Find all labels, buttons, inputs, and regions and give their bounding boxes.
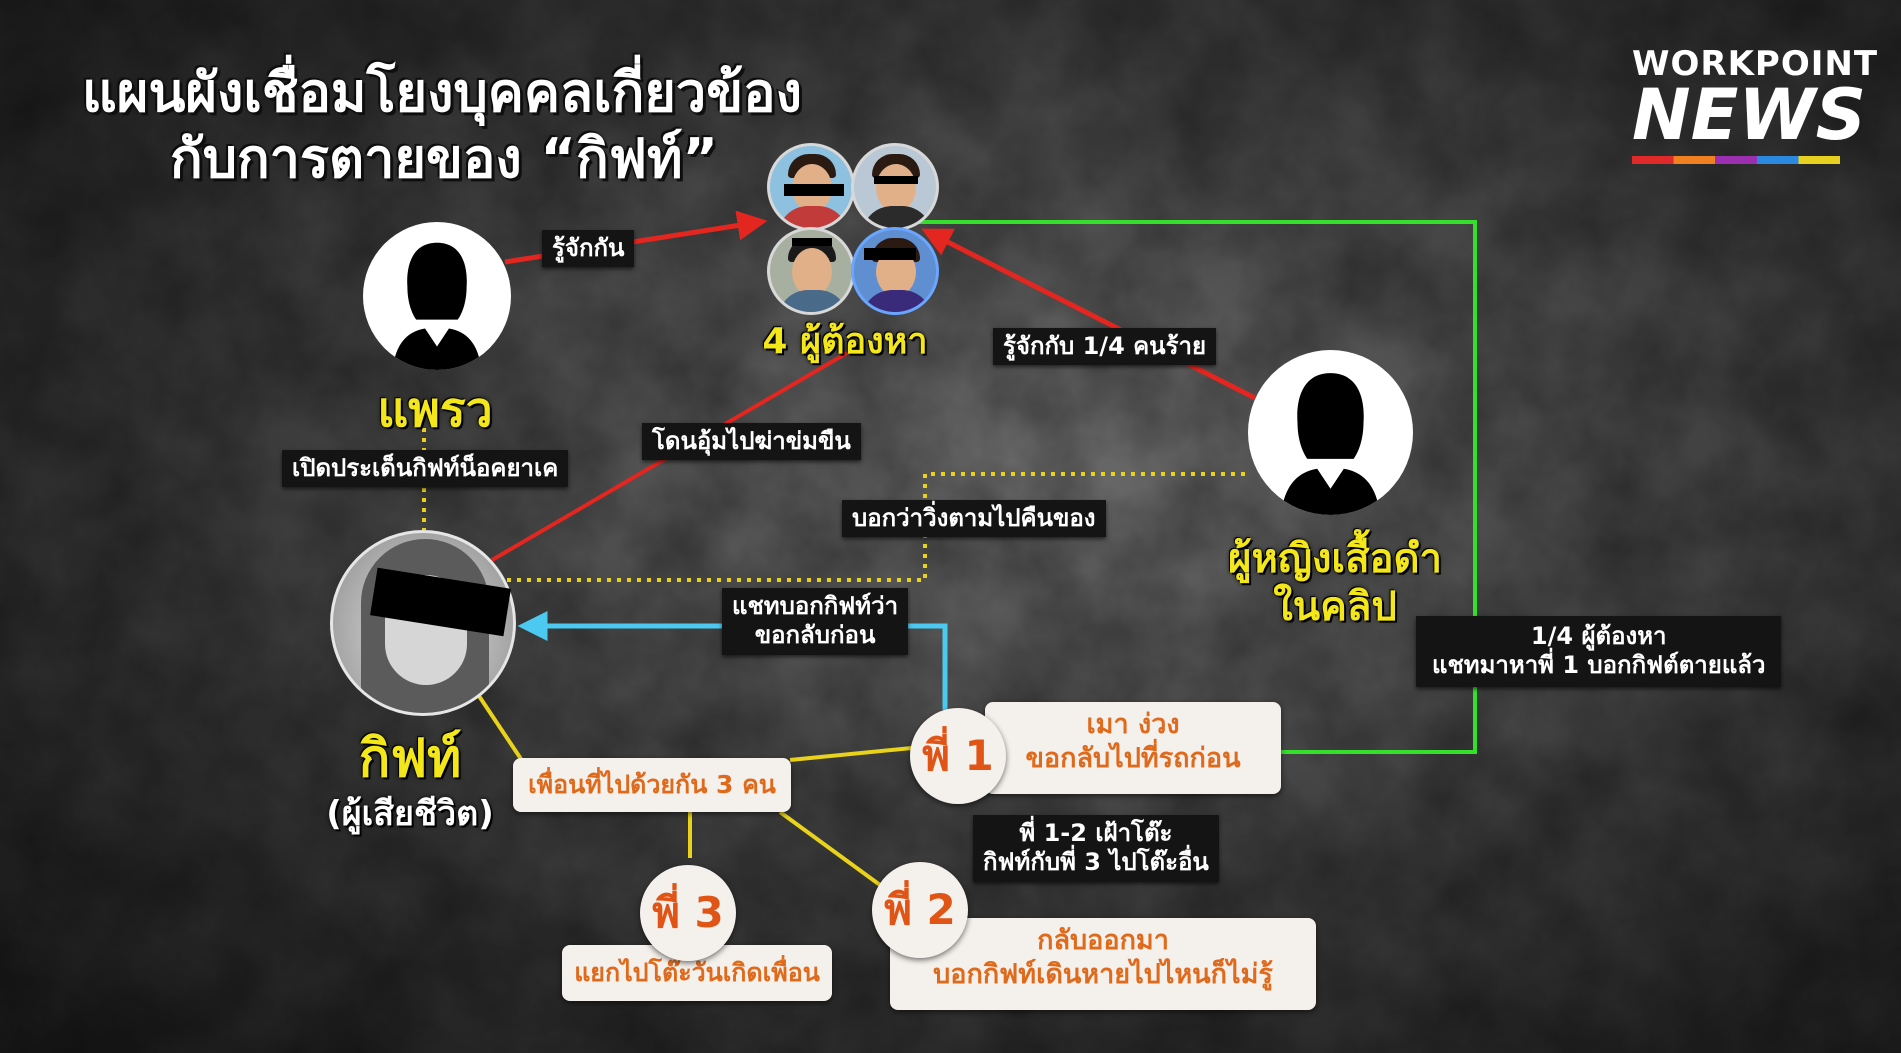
label-woman-gift: บอกว่าวิ่งตามไปคืนของ: [842, 500, 1106, 538]
praew-avatar: [363, 222, 511, 370]
label-p2-note: พี่ 1-2 เฝ้าโต๊ะ กิฟท์กับพี่ 3 ไปโต๊ะอื่…: [973, 815, 1219, 882]
p1-line-1: เมา ง่วง: [1086, 709, 1180, 740]
label-p1-gift: แชทบอกกิฟท์ว่า ขอกลับก่อน: [722, 588, 909, 655]
title-line-2: กับการตายของ “กิฟท์”: [170, 127, 719, 190]
suspect-photo-2: [851, 143, 939, 231]
gift-subtitle: (ผู้เสียชีวิต): [326, 794, 494, 834]
title-line-1: แผนผังเชื่อมโยงบุคคลเกี่ยวข้อง: [82, 61, 802, 124]
black-shirt-woman-name-line-2: ในคลิป: [1273, 584, 1397, 630]
p1-box: เมา ง่วง ขอกลับไปที่รถก่อน: [985, 702, 1281, 794]
label-p2-note-line-1: พี่ 1-2 เฝ้าโต๊ะ: [1019, 819, 1173, 847]
label-suspect-p1-line-2: แชทมาหาพี่ 1 บอกกิฟต์ตายแล้ว: [1432, 651, 1766, 680]
edge-friends-p1: [789, 746, 913, 762]
label-woman-suspects: รู้จักกับ 1/4 คนร้าย: [993, 328, 1217, 366]
edge-friends-p2: [778, 810, 882, 887]
p1-circle: พี่ 1: [910, 708, 1006, 804]
label-p1-gift-line-1: แชทบอกกิฟท์ว่า: [732, 592, 899, 620]
black-shirt-woman-name-line-1: ผู้หญิงเสื้อดำ: [1228, 536, 1442, 582]
suspect-photo-1: [767, 143, 855, 231]
friends-box: เพื่อนที่ไปด้วยกัน 3 คน: [513, 758, 791, 812]
label-p2-note-line-2: กิฟท์กับพี่ 3 ไปโต๊ะอื่น: [983, 848, 1209, 877]
label-gift-suspects: โดนอุ้มไปฆ่าข่มขืน: [642, 423, 861, 461]
suspect-photo-3: [767, 227, 855, 315]
black-shirt-woman-avatar: [1248, 350, 1413, 515]
suspects-label: 4 ผู้ต้องหา: [762, 321, 928, 362]
p3-circle: พี่ 3: [640, 865, 736, 961]
edge-woman-suspects: [921, 228, 1257, 401]
label-praew-suspects: รู้จักกัน: [542, 230, 635, 268]
suspect-photo-4: [851, 227, 939, 315]
logo-news: NEWS: [1632, 74, 1867, 156]
praew-name: แพรว: [377, 382, 493, 438]
p2-line-2: บอกกิฟท์เดินหายไปไหนก็ไม่รู้: [933, 958, 1273, 990]
edge-suspects-p1: [908, 220, 1477, 764]
p2-line-1: กลับออกมา: [1037, 925, 1169, 956]
label-p1-gift-line-2: ขอกลับก่อน: [754, 621, 876, 650]
label-praew-gift: เปิดประเด็นกิฟท์น็อคยาเค: [282, 450, 569, 488]
female-silhouette-icon: [1281, 373, 1380, 515]
edge-p1-gift: [517, 611, 948, 710]
female-silhouette-icon: [392, 242, 482, 370]
logo-workpoint: WORKPOINT: [1632, 44, 1879, 84]
logo-color-bar: [1632, 156, 1840, 164]
label-suspect-p1-line-1: 1/4 ผู้ต้องหา: [1530, 622, 1667, 650]
label-suspect-p1: 1/4 ผู้ต้องหา แชทมาหาพี่ 1 บอกกิฟต์ตายแล…: [1416, 616, 1782, 687]
gift-name: กิฟท์: [358, 729, 462, 789]
p1-line-2: ขอกลับไปที่รถก่อน: [1025, 742, 1241, 774]
p2-circle: พี่ 2: [872, 862, 968, 958]
